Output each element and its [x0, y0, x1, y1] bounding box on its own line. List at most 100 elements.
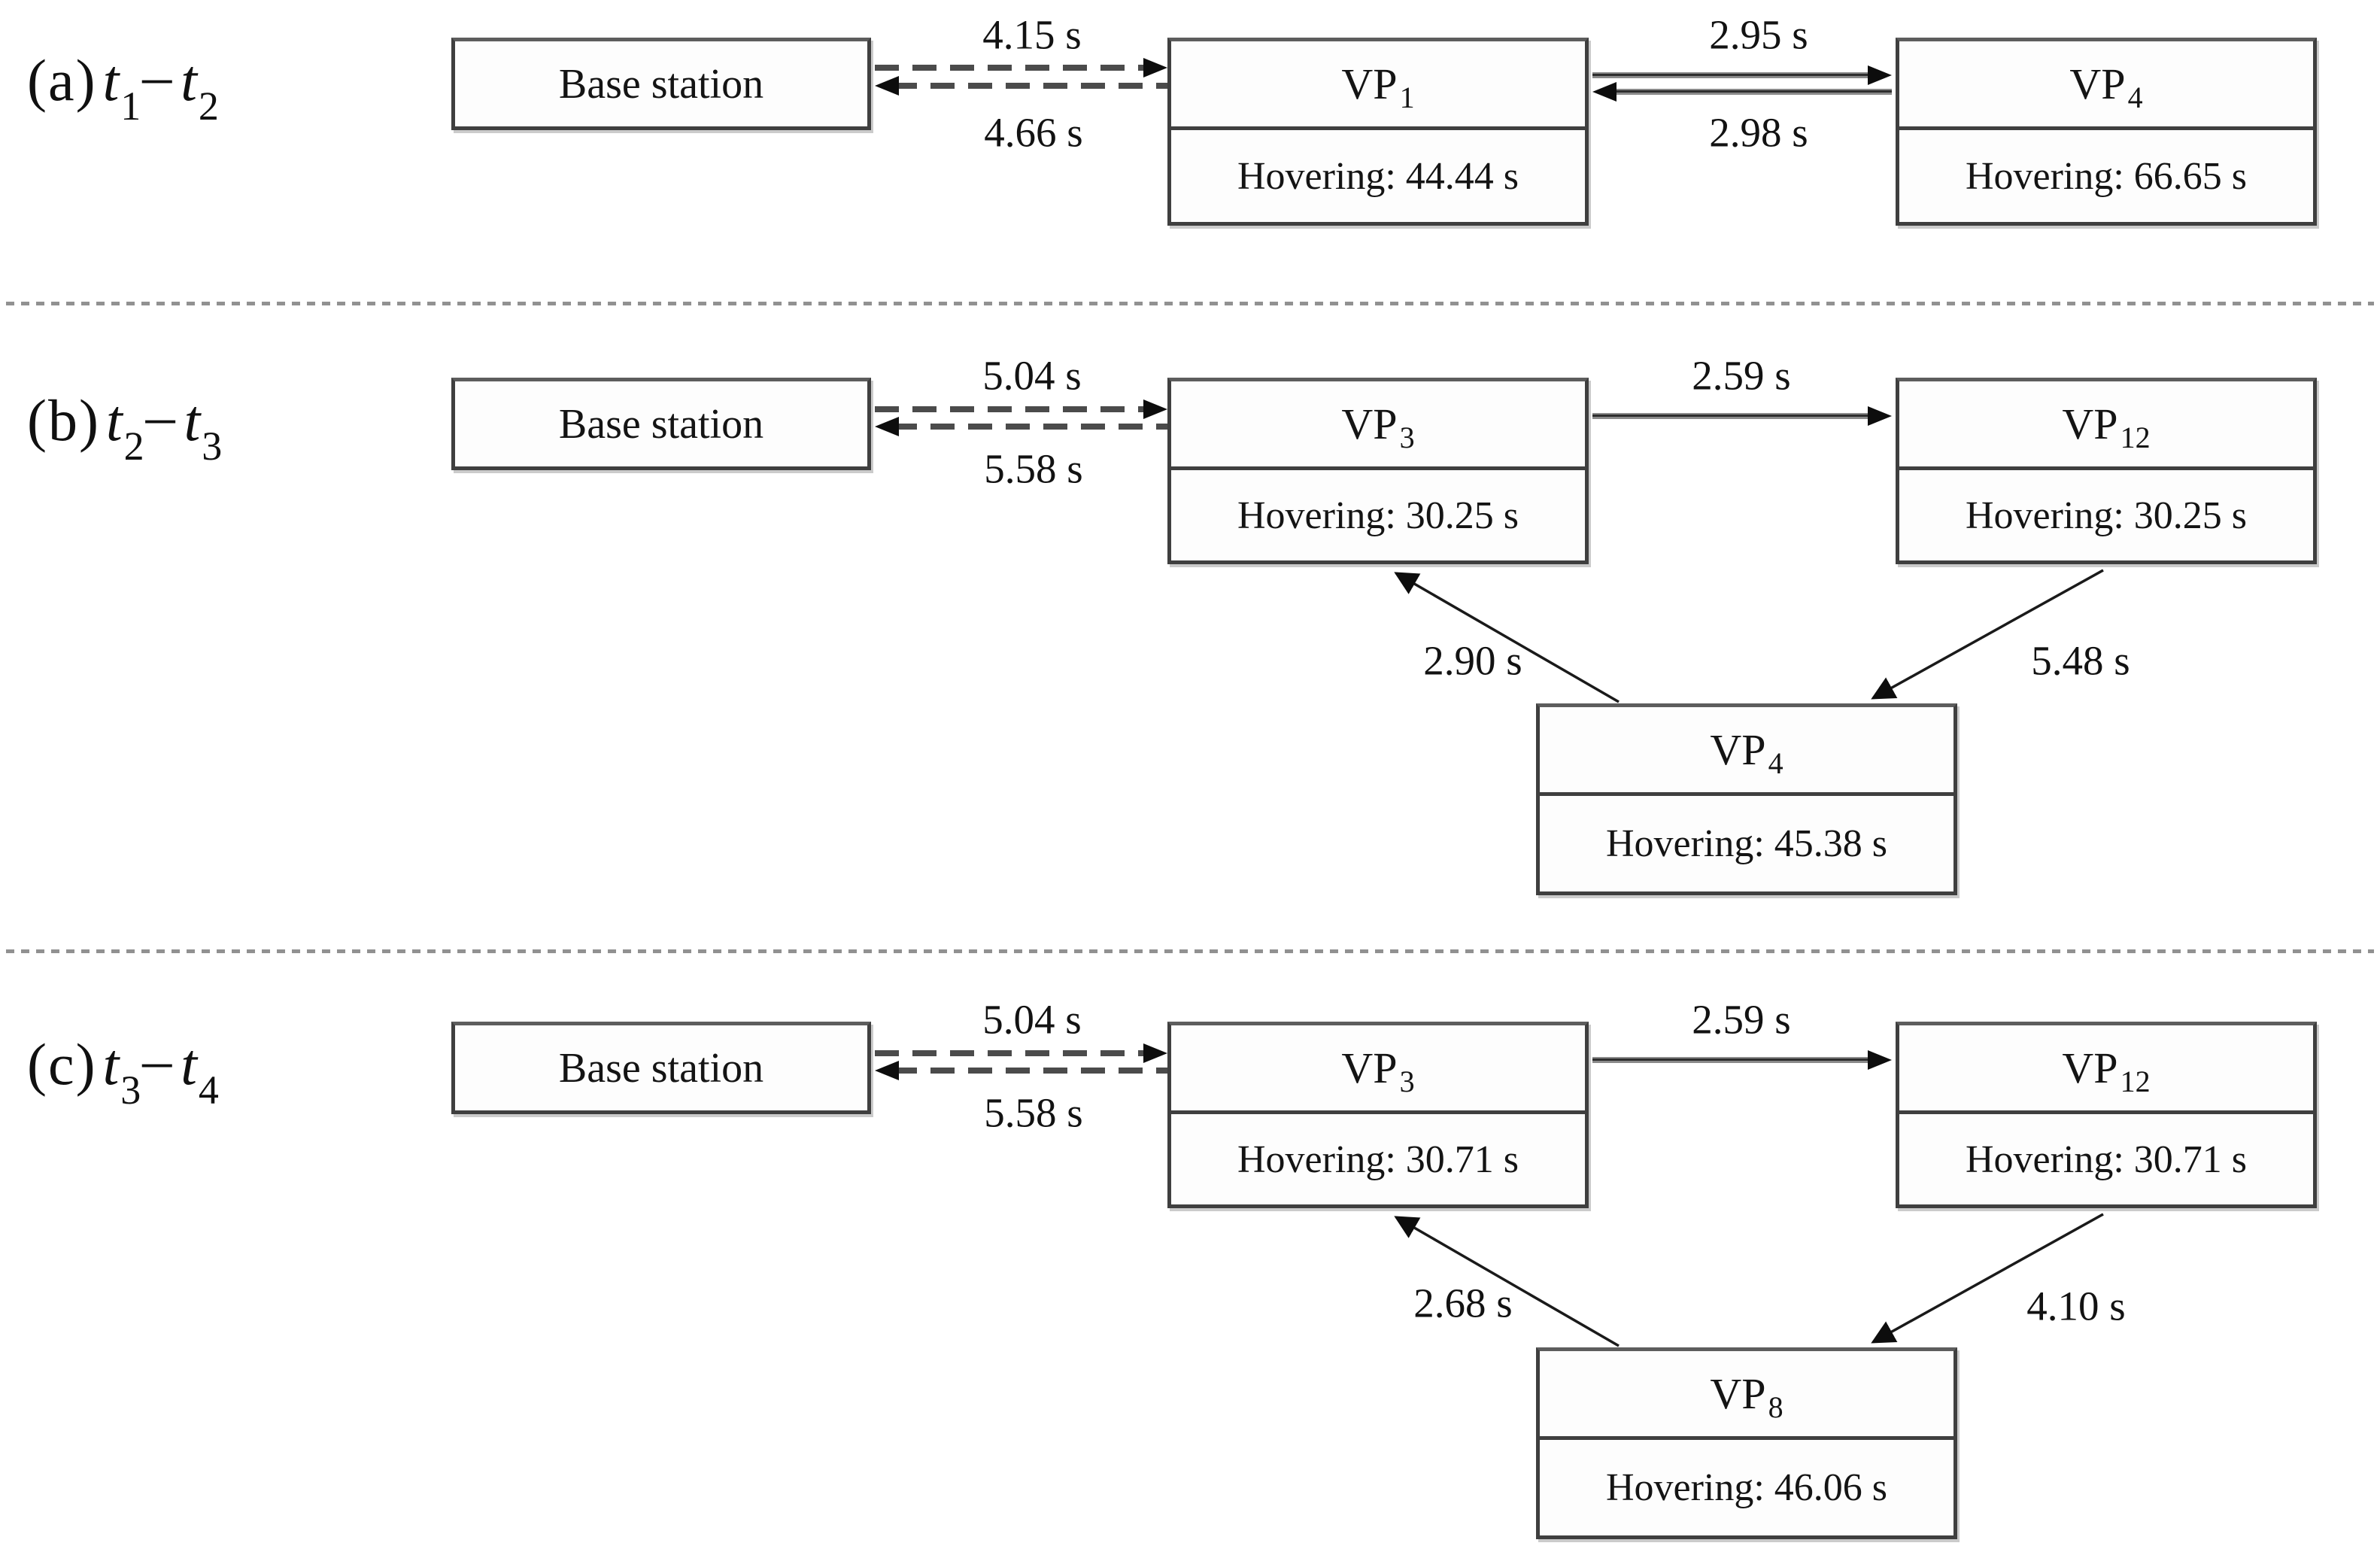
arrowhead-right-icon — [1143, 58, 1167, 77]
diag-up-time-label: 2.68 s — [1413, 1280, 1513, 1326]
panel-label-c: (c)t3–t4 — [27, 1027, 219, 1113]
arrow-shaft — [1592, 72, 1874, 78]
vp-name: VP — [1341, 1043, 1398, 1092]
base-station-label: Base station — [558, 60, 764, 108]
diag-up-time-label: 2.90 s — [1423, 637, 1522, 684]
downlink-dashed-arrow — [875, 1059, 1167, 1082]
hop-forward-arrow — [1592, 1049, 1892, 1071]
arrowhead-right-icon — [1143, 399, 1167, 419]
arrow-shaft — [893, 83, 1167, 89]
diag-down-time-label: 5.48 s — [2031, 637, 2130, 684]
time-range-dash: – — [142, 43, 174, 108]
uplink-time-label: 5.04 s — [982, 352, 1082, 399]
time-var-end-sub: 2 — [198, 84, 219, 129]
time-var-end: t — [181, 47, 199, 113]
vp-subscript: 4 — [2127, 80, 2143, 114]
vp-name: VP — [1710, 1369, 1766, 1418]
arrow-shaft — [893, 1068, 1167, 1074]
panel-label-prefix: (a) — [27, 47, 97, 113]
arrow-shaft — [1592, 1057, 1874, 1063]
diag-down-time-label: 4.10 s — [2026, 1283, 2126, 1329]
time-var-end: t — [181, 1031, 199, 1097]
vp-name: VP — [2069, 59, 2126, 108]
arrowhead-left-icon — [1592, 82, 1617, 102]
time-var-start: t — [105, 387, 124, 453]
vp-subscript: 4 — [1768, 746, 1783, 780]
arrowhead-left-icon — [875, 417, 899, 436]
downlink-time-label: 4.66 s — [984, 109, 1083, 156]
panel-separator-2 — [6, 949, 2374, 953]
time-var-start-sub: 2 — [123, 424, 144, 469]
time-range-dash: – — [142, 1027, 174, 1092]
vp-name: VP — [2062, 399, 2118, 448]
time-var-end: t — [184, 387, 202, 453]
panel-label-prefix: (c) — [27, 1031, 97, 1097]
downlink-time-label: 5.58 s — [984, 445, 1083, 492]
vp-subscript: 12 — [2120, 421, 2151, 454]
vp-subscript: 12 — [2120, 1065, 2151, 1098]
hop-back-arrow — [1592, 80, 1892, 103]
base-station-label: Base station — [558, 400, 764, 448]
vp-name: VP — [2062, 1043, 2118, 1092]
hovering-time: Hovering: 66.65 s — [1965, 154, 2248, 198]
arrowhead-right-icon — [1868, 65, 1892, 85]
vp-subscript: 8 — [1768, 1390, 1783, 1424]
vp-subscript: 3 — [1399, 1065, 1415, 1098]
time-var-start: t — [102, 47, 121, 113]
time-var-start: t — [102, 1031, 121, 1097]
uplink-dashed-arrow — [875, 398, 1167, 421]
arrow-shaft — [875, 406, 1149, 412]
hovering-time: Hovering: 46.06 s — [1605, 1466, 1888, 1509]
vp-subscript: 3 — [1399, 421, 1415, 454]
hop-forward-arrow — [1592, 405, 1892, 427]
downlink-dashed-arrow — [875, 74, 1167, 97]
hovering-time: Hovering: 45.38 s — [1605, 822, 1888, 865]
arrowhead-right-icon — [1868, 1050, 1892, 1070]
panel-label-prefix: (b) — [27, 387, 100, 453]
base-station-box: Base station — [451, 38, 871, 130]
vp-name: VP — [1710, 725, 1766, 774]
base-station-label: Base station — [558, 1044, 764, 1092]
uplink-dashed-arrow — [875, 56, 1167, 79]
arrowhead-right-icon — [1868, 406, 1892, 426]
hop-forward-arrow — [1592, 64, 1892, 87]
uplink-time-label: 5.04 s — [982, 996, 1082, 1043]
hovering-time: Hovering: 44.44 s — [1237, 154, 1519, 198]
hovering-time: Hovering: 30.25 s — [1237, 494, 1519, 537]
hop-forward-time-label: 2.59 s — [1692, 352, 1791, 399]
arrowhead-left-icon — [875, 1061, 899, 1080]
vp-name: VP — [1341, 59, 1398, 108]
panel-label-a: (a)t1–t2 — [27, 43, 219, 129]
arrow-shaft — [875, 1050, 1149, 1056]
hop-forward-time-label: 2.59 s — [1692, 996, 1791, 1043]
arrow-shaft — [875, 65, 1149, 71]
arrowhead-right-icon — [1143, 1043, 1167, 1063]
time-var-end-sub: 4 — [198, 1068, 219, 1113]
arrow-shaft — [893, 424, 1167, 430]
hop-forward-time-label: 2.95 s — [1709, 11, 1808, 58]
arrowhead-left-icon — [875, 76, 899, 96]
hop-back-time-label: 2.98 s — [1709, 109, 1808, 156]
downlink-dashed-arrow — [875, 415, 1167, 438]
hovering-time: Hovering: 30.71 s — [1965, 1137, 2248, 1181]
vp-subscript: 1 — [1399, 80, 1415, 114]
uplink-dashed-arrow — [875, 1042, 1167, 1065]
hovering-time: Hovering: 30.71 s — [1237, 1137, 1519, 1181]
time-range-dash: – — [145, 383, 177, 448]
hovering-time: Hovering: 30.25 s — [1965, 494, 2248, 537]
time-var-start-sub: 3 — [120, 1068, 141, 1113]
